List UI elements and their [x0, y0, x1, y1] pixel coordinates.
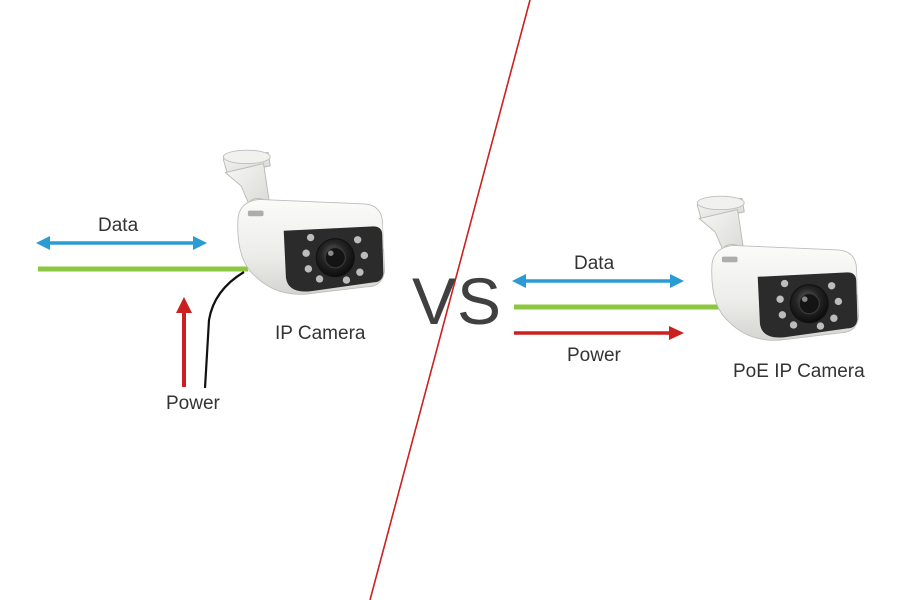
left-power-cable — [203, 271, 245, 389]
left-camera-icon — [222, 149, 386, 295]
left-data-arrow — [36, 236, 207, 250]
left-power-arrow — [176, 297, 192, 387]
right-poe-camera-diagram — [512, 195, 860, 341]
right-data-arrow — [512, 274, 684, 288]
right-power-label: Power — [567, 345, 621, 366]
left-ip-camera-diagram — [36, 149, 386, 389]
left-camera-label: IP Camera — [275, 323, 366, 344]
vs-label: VS — [412, 264, 503, 338]
right-camera-label: PoE IP Camera — [733, 361, 865, 382]
right-camera-icon — [696, 195, 860, 341]
divider-line — [369, 0, 531, 600]
left-data-label: Data — [98, 215, 139, 236]
right-data-label: Data — [574, 253, 615, 274]
left-power-label: Power — [166, 393, 220, 414]
right-power-arrow — [514, 326, 684, 340]
